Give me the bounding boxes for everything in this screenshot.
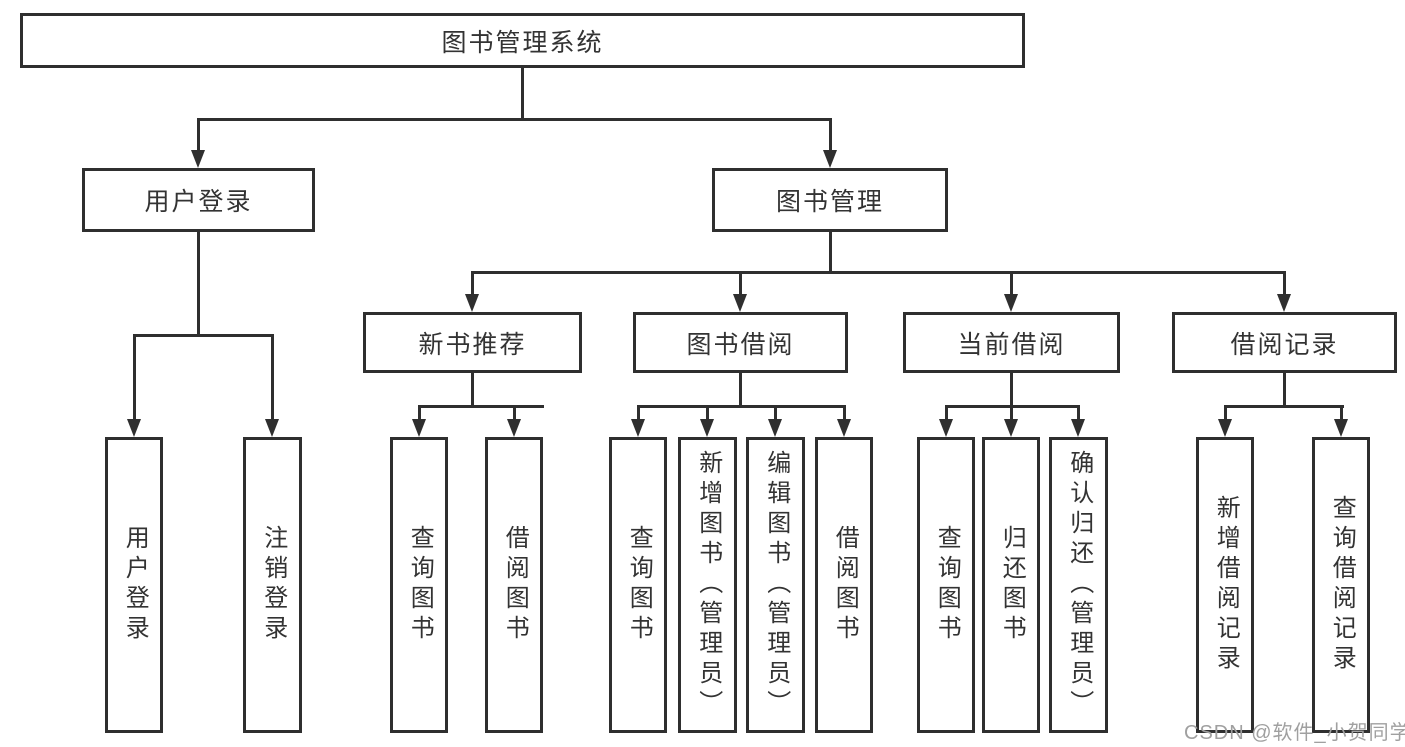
connector-vline [271, 334, 274, 421]
connector-vline [739, 271, 742, 296]
arrow-down-icon [412, 419, 426, 437]
connector-vline [133, 334, 136, 421]
connector-hline [1224, 405, 1344, 408]
arrow-down-icon [1334, 419, 1348, 437]
node-new-book-recommend: 新书推荐 [363, 312, 582, 373]
node-user-login-label: 用户登录 [144, 188, 253, 216]
leaf-current-confirm-return-admin: 确认归还（管理员） [1049, 437, 1108, 733]
node-book-borrow: 图书借阅 [633, 312, 848, 373]
arrow-down-icon [823, 150, 837, 168]
leaf-borrow-borrow-books-label: 借阅图书 [831, 525, 859, 645]
connector-hline [637, 405, 846, 408]
connector-vline [471, 373, 474, 408]
connector-vline [197, 118, 200, 152]
leaf-borrow-add-books-admin: 新增图书（管理员） [678, 437, 737, 733]
node-book-management-label: 图书管理 [775, 188, 884, 216]
arrow-down-icon [127, 419, 141, 437]
connector-vline [945, 405, 948, 421]
connector-hline [133, 334, 274, 337]
node-borrow-records: 借阅记录 [1172, 312, 1397, 373]
connector-vline [1283, 373, 1286, 408]
connector-vline [843, 405, 846, 421]
node-current-borrow-label: 当前借阅 [957, 330, 1066, 359]
leaf-borrow-borrow-books: 借阅图书 [815, 437, 873, 733]
csdn-watermark: CSDN @软件_小贺同学 [1184, 722, 1405, 744]
leaf-current-return-books-label: 归还图书 [998, 525, 1026, 645]
arrow-down-icon [700, 419, 714, 437]
connector-vline [1077, 405, 1080, 421]
arrow-down-icon [631, 419, 645, 437]
leaf-records-add-record: 新增借阅记录 [1196, 437, 1254, 733]
connector-hline [471, 271, 1286, 274]
connector-vline [471, 271, 474, 296]
leaf-records-query-record: 查询借阅记录 [1312, 437, 1370, 733]
connector-vline [1283, 271, 1286, 296]
connector-vline [829, 118, 832, 152]
leaf-borrow-query-books: 查询图书 [609, 437, 667, 733]
arrow-down-icon [465, 294, 479, 312]
arrow-down-icon [837, 419, 851, 437]
connector-vline [1010, 373, 1013, 408]
arrow-down-icon [507, 419, 521, 437]
leaf-current-query-books-label: 查询图书 [933, 525, 961, 645]
arrow-down-icon [265, 419, 279, 437]
node-root-label: 图书管理系统 [441, 28, 604, 57]
leaf-user-login: 用户登录 [105, 437, 163, 733]
connector-vline [1010, 405, 1013, 421]
leaf-logout-label: 注销登录 [259, 525, 287, 645]
leaf-recommend-borrow-books: 借阅图书 [485, 437, 543, 733]
connector-hline [418, 405, 544, 408]
leaf-records-query-record-label: 查询借阅记录 [1328, 495, 1356, 675]
leaf-recommend-query-books-label: 查询图书 [406, 525, 434, 645]
arrow-down-icon [191, 150, 205, 168]
connector-vline [829, 232, 832, 274]
leaf-borrow-query-books-label: 查询图书 [625, 525, 653, 645]
arrow-down-icon [1218, 419, 1232, 437]
leaf-user-login-label: 用户登录 [121, 525, 149, 645]
arrow-down-icon [1004, 419, 1018, 437]
leaf-records-add-record-label: 新增借阅记录 [1212, 495, 1240, 675]
connector-vline [1224, 405, 1227, 421]
arrow-down-icon [1004, 294, 1018, 312]
leaf-borrow-add-books-admin-label: 新增图书（管理员） [694, 450, 722, 720]
leaf-recommend-query-books: 查询图书 [390, 437, 448, 733]
connector-vline [637, 405, 640, 421]
connector-vline [197, 232, 200, 335]
connector-vline [739, 373, 742, 408]
arrow-down-icon [1071, 419, 1085, 437]
leaf-borrow-edit-books-admin-label: 编辑图书（管理员） [762, 450, 790, 720]
connector-vline [418, 405, 421, 421]
node-current-borrow: 当前借阅 [903, 312, 1120, 373]
node-book-management: 图书管理 [712, 168, 948, 232]
connector-vline [1340, 405, 1343, 421]
leaf-current-query-books: 查询图书 [917, 437, 975, 733]
arrow-down-icon [733, 294, 747, 312]
connector-hline [197, 118, 832, 121]
connector-vline [706, 405, 709, 421]
node-borrow-records-label: 借阅记录 [1230, 330, 1339, 359]
connector-vline [521, 68, 524, 120]
leaf-recommend-borrow-books-label: 借阅图书 [501, 525, 529, 645]
leaf-logout: 注销登录 [243, 437, 302, 733]
arrow-down-icon [939, 419, 953, 437]
node-book-borrow-label: 图书借阅 [686, 330, 795, 359]
connector-vline [1010, 271, 1013, 296]
leaf-current-confirm-return-admin-label: 确认归还（管理员） [1065, 450, 1093, 720]
connector-vline [513, 405, 516, 421]
leaf-borrow-edit-books-admin: 编辑图书（管理员） [746, 437, 805, 733]
node-root: 图书管理系统 [20, 13, 1025, 68]
node-new-book-recommend-label: 新书推荐 [418, 330, 527, 359]
arrow-down-icon [768, 419, 782, 437]
connector-vline [774, 405, 777, 421]
node-user-login: 用户登录 [82, 168, 315, 232]
arrow-down-icon [1277, 294, 1291, 312]
leaf-current-return-books: 归还图书 [982, 437, 1040, 733]
